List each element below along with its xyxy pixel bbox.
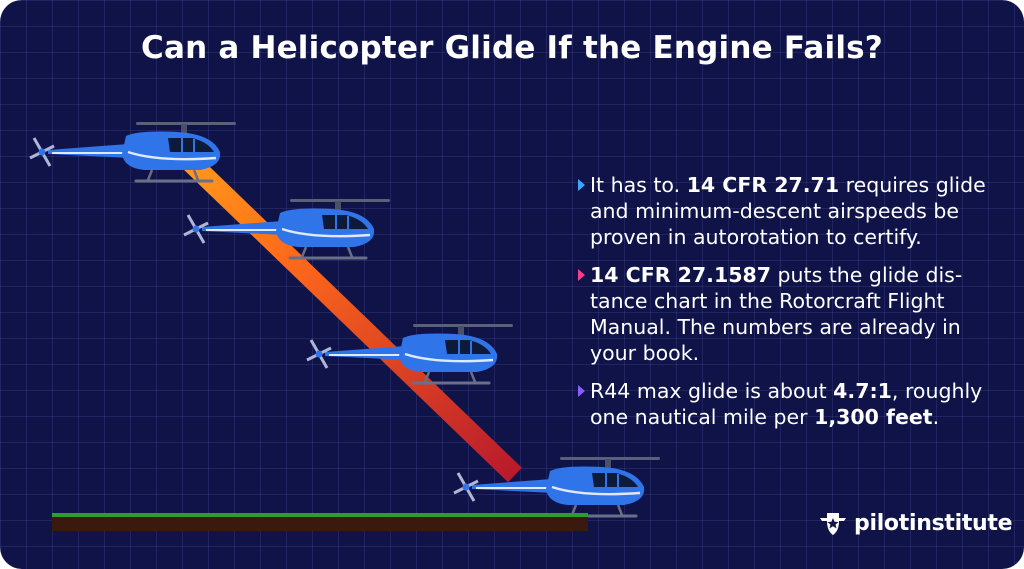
ground	[52, 513, 588, 531]
bullet-list: It has to. 14 CFR 27.71 requires glide a…	[578, 172, 998, 442]
triangle-right-icon	[578, 179, 585, 191]
page-title: Can a Helicopter Glide If the Engine Fai…	[141, 30, 883, 66]
bullet-item: R44 max glide is about 4.7:1, roughly on…	[578, 378, 998, 430]
triangle-right-icon	[578, 385, 585, 397]
bullet-item: 14 CFR 27.1587 puts the glide dis- tance…	[578, 262, 998, 366]
star-shield-icon	[820, 513, 846, 535]
grass	[52, 513, 588, 517]
bullet-item: It has to. 14 CFR 27.71 requires glide a…	[578, 172, 998, 250]
soil	[52, 517, 588, 531]
logo-text: pilotinstitute	[854, 510, 1013, 536]
brand-logo: pilotinstitute	[818, 507, 1013, 539]
triangle-right-icon	[578, 269, 585, 281]
glide-path	[150, 144, 522, 483]
helicopter-icon	[452, 455, 662, 518]
